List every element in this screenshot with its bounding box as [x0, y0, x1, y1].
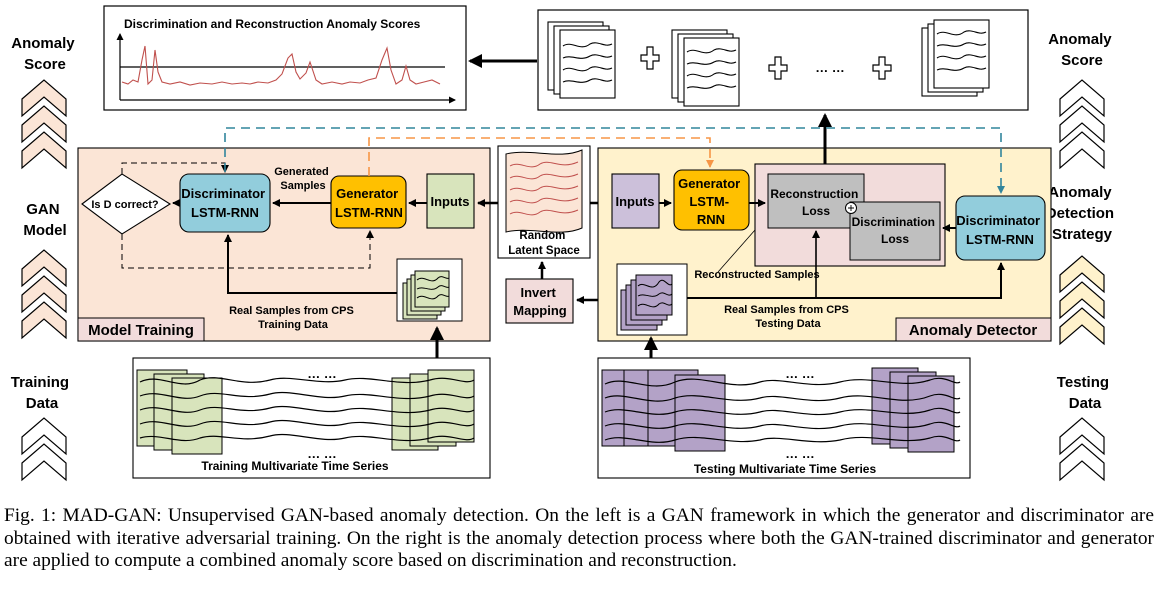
training-generator-box	[330, 175, 407, 229]
sample-stack-1	[547, 21, 616, 99]
detector-inputs-label: Inputs	[616, 194, 655, 209]
testing-series-stack-left	[601, 369, 726, 452]
detector-generator-label: Generator LSTM- RNN	[678, 176, 744, 227]
anomaly-detector-panel: Anomaly Detector Inputs Generator LSTM- …	[597, 113, 1052, 342]
combine-plus-sign	[848, 205, 854, 211]
decision-diamond	[81, 173, 172, 235]
testing-series-ellipsis-top: … …	[785, 366, 815, 381]
real-training-samples-icon	[396, 258, 463, 322]
training-discriminator-box	[179, 173, 271, 233]
testing-series-lines	[604, 377, 961, 443]
discriminator-transfer-line	[224, 127, 1005, 194]
training-series-ellipsis-top: … …	[307, 366, 337, 381]
right-chevron-stack-bottom	[1059, 417, 1105, 482]
left-chevron-stack-top	[21, 79, 67, 170]
anomaly-detector-title: Anomaly Detector	[909, 322, 1038, 339]
training-time-series: … … … … Training Multivariate Time Serie…	[132, 357, 491, 479]
left-training-data-label: Training Data	[11, 374, 74, 412]
right-strategy-label: Anomaly Detection Strategy	[1046, 184, 1119, 243]
score-samples-row: … …	[537, 9, 1029, 111]
score-plot-title: Discrimination and Reconstruction Anomal…	[124, 17, 421, 31]
right-testing-data-label: Testing Data	[1057, 374, 1113, 412]
anomaly-score-curve	[121, 45, 441, 86]
plus-icon	[640, 46, 660, 70]
feedback-to-discriminator	[121, 162, 229, 174]
detector-inputs-box	[611, 173, 660, 229]
latent-sheet-icon	[505, 149, 583, 233]
top-row-ellipsis: … …	[815, 60, 845, 75]
arrow-testing-samples-to-discriminator	[687, 262, 1005, 299]
testing-time-series: … … … … Testing Multivariate Time Series	[597, 357, 971, 479]
discrimination-loss-box	[849, 201, 941, 261]
feedback-to-generator	[121, 230, 374, 269]
training-real-samples-label: Real Samples from CPS Training Data	[229, 305, 357, 331]
sample-stack-2	[671, 29, 740, 107]
plus-icon-2	[768, 56, 788, 80]
left-gan-model-label: GAN Model	[23, 201, 66, 239]
figure-caption: Fig. 1: MAD-GAN: Unsupervised GAN-based …	[4, 505, 1154, 572]
left-chevron-stack-middle	[21, 249, 67, 340]
detector-generator-box	[673, 169, 750, 231]
training-series-lines	[139, 377, 475, 442]
training-inputs-label: Inputs	[431, 194, 470, 209]
sample-stack-3	[921, 19, 990, 97]
anomaly-score-plot: Discrimination and Reconstruction Anomal…	[103, 5, 467, 111]
left-anomaly-score-label: Anomaly Score	[11, 35, 79, 73]
training-inputs-box	[426, 173, 475, 229]
testing-series-ellipsis-bottom: … …	[785, 446, 815, 461]
invert-mapping-label: Invert Mapping	[513, 285, 566, 318]
right-chevron-stack-middle	[1059, 255, 1105, 346]
latent-space: Random Latent Space	[497, 145, 591, 259]
right-anomaly-score-label: Anomaly Score	[1048, 31, 1116, 69]
right-side-column: Anomaly Score Anomaly Detection Strategy…	[1046, 31, 1119, 482]
invert-mapping: Invert Mapping	[505, 278, 574, 324]
reconstruction-loss-label: Reconstruction Loss	[770, 187, 861, 218]
generated-samples-label: Generated Samples	[274, 166, 331, 192]
decision-label: Is D correct?	[91, 199, 159, 211]
latent-space-label: Random Latent Space	[508, 230, 580, 257]
real-testing-samples-icon	[616, 263, 688, 336]
arrow-real-samples-to-discriminator	[224, 234, 397, 294]
detector-discriminator-box	[955, 195, 1046, 261]
generator-transfer-line	[368, 137, 714, 176]
left-chevron-stack-bottom	[21, 417, 67, 482]
reconstruction-loss-box	[767, 173, 865, 229]
latent-noise-lines	[509, 161, 579, 216]
discrimination-loss-label: Discrimination Loss	[852, 215, 939, 246]
testing-series-label: Testing Multivariate Time Series	[694, 462, 877, 476]
model-training-panel: Model Training Is D correct? Discriminat…	[77, 147, 491, 342]
mad-gan-diagram: Anomaly Score GAN Model Training Data	[11, 5, 1119, 482]
training-generator-label: Generator LSTM-RNN	[335, 186, 403, 220]
training-discriminator-label: Discriminator LSTM-RNN	[181, 186, 268, 220]
right-chevron-stack-top	[1059, 79, 1105, 170]
reconstructed-samples-label: Reconstructed Samples	[694, 269, 819, 281]
testing-real-samples-label: Real Samples from CPS Testing Data	[724, 304, 852, 330]
left-side-column: Anomaly Score GAN Model Training Data	[11, 35, 79, 482]
training-series-ellipsis-bottom: … …	[307, 446, 337, 461]
model-training-title: Model Training	[88, 322, 194, 339]
detector-discriminator-label: Discriminator LSTM-RNN	[956, 213, 1043, 247]
plus-icon-3	[872, 56, 892, 80]
reconstructed-samples-pointer	[717, 229, 756, 273]
training-series-label: Training Multivariate Time Series	[201, 459, 389, 473]
